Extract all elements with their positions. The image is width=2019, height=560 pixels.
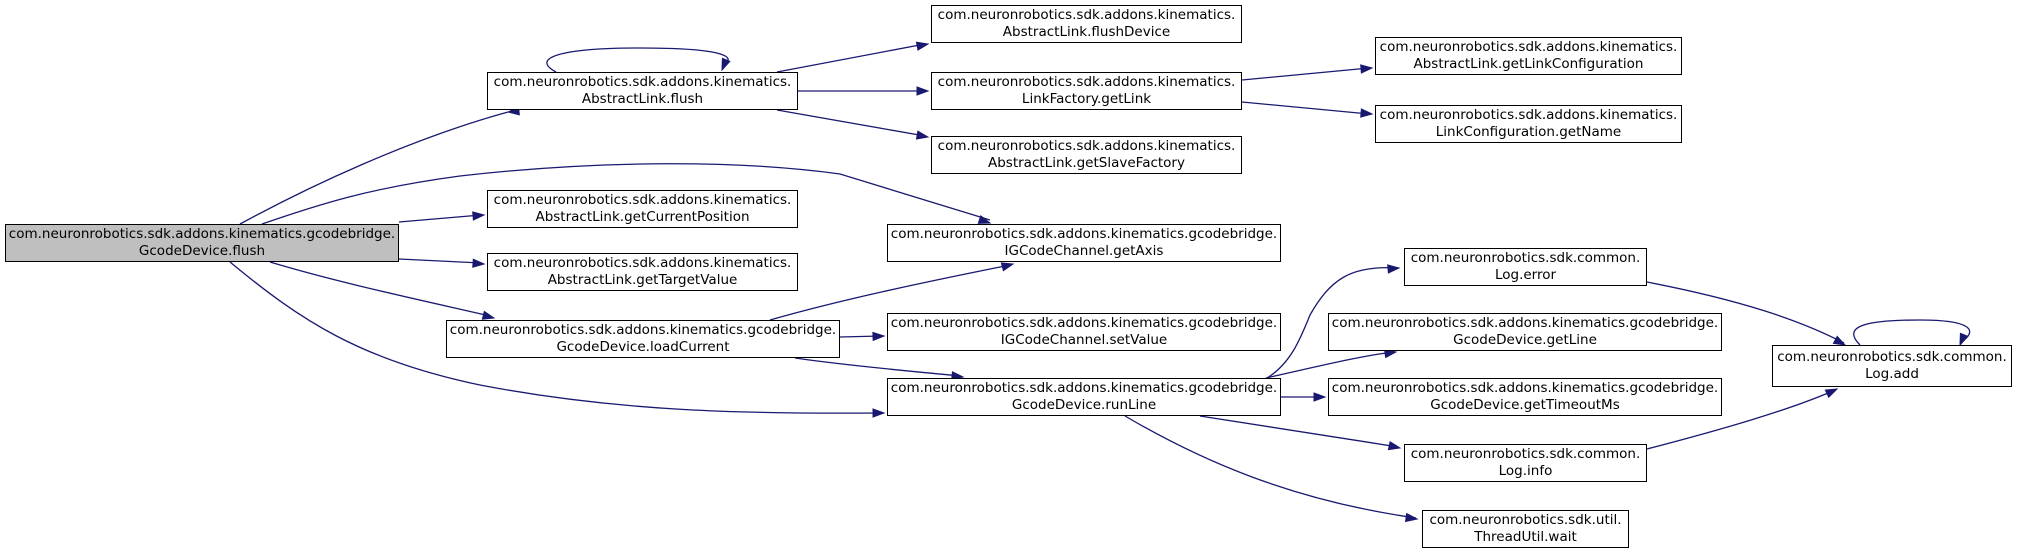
- node-label-line2: AbstractLink.getTargetValue: [547, 272, 738, 288]
- node-label-line1: com.neuronrobotics.sdk.addons.kinematics…: [890, 380, 1278, 396]
- node-label-line1: com.neuronrobotics.sdk.addons.kinematics…: [937, 138, 1236, 154]
- node-label-line1: com.neuronrobotics.sdk.addons.kinematics…: [449, 322, 837, 338]
- node-linkfactory-getlink[interactable]: com.neuronrobotics.sdk.addons.kinematics…: [931, 72, 1242, 110]
- node-label-line2: ThreadUtil.wait: [1474, 529, 1577, 545]
- node-label-line2: Log.add: [1865, 366, 1919, 382]
- edge-log_info-to-log_add: [1646, 389, 1836, 450]
- node-label-line2: GcodeDevice.getLine: [1453, 332, 1597, 348]
- node-label-line1: com.neuronrobotics.sdk.addons.kinematics…: [1331, 315, 1719, 331]
- edge-gcd_runline-to-tu_wait: [1124, 415, 1417, 519]
- edge-log_add-to-log_add: [1853, 319, 1971, 346]
- edge-arrowhead-icon: [1313, 392, 1327, 402]
- node-label-line2: LinkFactory.getLink: [1021, 91, 1152, 107]
- node-label-line2: GcodeDevice.runLine: [1011, 397, 1157, 413]
- node-abstractlink-gettargetvalue[interactable]: com.neuronrobotics.sdk.addons.kinematics…: [487, 253, 798, 291]
- edge-lf_getlink-to-lc_getname: [1241, 101, 1370, 115]
- node-gcodedevice-gettimeoutms[interactable]: com.neuronrobotics.sdk.addons.kinematics…: [1328, 378, 1722, 416]
- node-label-line2: AbstractLink.getLinkConfiguration: [1413, 56, 1644, 72]
- edge-arrowhead-icon: [1000, 262, 1015, 272]
- edge-gcd_runline-to-log_info: [1199, 415, 1399, 448]
- node-label-line2: GcodeDevice.getTimeoutMs: [1430, 397, 1620, 413]
- edge-arrowhead-icon: [1824, 388, 1839, 399]
- node-log-add[interactable]: com.neuronrobotics.sdk.common. Log.add: [1772, 345, 2012, 387]
- node-label-line1: com.neuronrobotics.sdk.common.: [1410, 250, 1641, 266]
- node-label-line1: com.neuronrobotics.sdk.addons.kinematics…: [493, 192, 792, 208]
- node-label-line1: com.neuronrobotics.sdk.addons.kinematics…: [1331, 380, 1719, 396]
- node-threadutil-wait[interactable]: com.neuronrobotics.sdk.util. ThreadUtil.…: [1422, 510, 1629, 548]
- node-label-line2: Log.error: [1494, 267, 1557, 283]
- node-label-line2: AbstractLink.getCurrentPosition: [535, 209, 750, 225]
- node-label-line1: com.neuronrobotics.sdk.addons.kinematics…: [493, 255, 792, 271]
- edge-gcd_runline-to-gcd_getline: [1265, 351, 1395, 379]
- edge-gcd_flush-to-al_gettargetvalue: [398, 258, 482, 264]
- node-gcodedevice-loadcurrent[interactable]: com.neuronrobotics.sdk.addons.kinematics…: [446, 320, 840, 358]
- edge-arrowhead-icon: [1832, 335, 1847, 346]
- node-label-line2: AbstractLink.flush: [581, 91, 704, 107]
- edge-arrowhead-icon: [481, 310, 496, 320]
- edge-lf_getlink-to-al_getlinkconfiguration: [1241, 67, 1370, 81]
- node-label-line2: GcodeDevice.loadCurrent: [556, 339, 730, 355]
- edge-al_flush-to-al_getslavefactory: [776, 109, 926, 137]
- edge-gcd_loadcurrent-to-gcd_runline: [794, 357, 961, 377]
- node-abstractlink-getslavefactory[interactable]: com.neuronrobotics.sdk.addons.kinematics…: [931, 136, 1242, 174]
- edge-arrowhead-icon: [1959, 332, 1969, 347]
- node-label-line2: Log.info: [1498, 463, 1553, 479]
- node-label-line1: com.neuronrobotics.sdk.addons.kinematics…: [8, 226, 396, 242]
- node-label-line1: com.neuronrobotics.sdk.addons.kinematics…: [1379, 39, 1678, 55]
- node-label-line1: com.neuronrobotics.sdk.util.: [1429, 512, 1622, 528]
- edge-log_error-to-log_add: [1646, 281, 1845, 344]
- node-abstractlink-flush[interactable]: com.neuronrobotics.sdk.addons.kinematics…: [487, 72, 798, 110]
- edge-gcd_flush-to-al_flush: [239, 111, 509, 225]
- node-label-line1: com.neuronrobotics.sdk.addons.kinematics…: [937, 74, 1236, 90]
- node-label-line1: com.neuronrobotics.sdk.common.: [1777, 349, 2007, 365]
- edge-arrowhead-icon: [915, 41, 930, 51]
- node-label-line2: AbstractLink.getSlaveFactory: [988, 155, 1185, 171]
- node-igcodechannel-setvalue[interactable]: com.neuronrobotics.sdk.addons.kinematics…: [887, 313, 1281, 351]
- edge-arrowhead-icon: [872, 408, 886, 418]
- node-label-line1: com.neuronrobotics.sdk.addons.kinematics…: [937, 7, 1236, 23]
- node-log-info[interactable]: com.neuronrobotics.sdk.common. Log.info: [1404, 444, 1647, 482]
- edge-arrowhead-icon: [472, 258, 486, 268]
- edge-arrowhead-icon: [872, 331, 886, 342]
- node-abstractlink-flushdevice[interactable]: com.neuronrobotics.sdk.addons.kinematics…: [931, 5, 1242, 43]
- node-label-line2: AbstractLink.flushDevice: [1002, 24, 1171, 40]
- edge-arrowhead-icon: [1404, 512, 1419, 523]
- edge-al_flush-to-al_flushdevice: [776, 43, 926, 73]
- edge-gcd_flush-to-al_getcurrentposition: [398, 214, 482, 223]
- node-gcodedevice-getline[interactable]: com.neuronrobotics.sdk.addons.kinematics…: [1328, 313, 1722, 351]
- edge-arrowhead-icon: [721, 57, 731, 72]
- edge-arrowhead-icon: [915, 130, 930, 140]
- node-label-line2: IGCodeChannel.setValue: [1000, 332, 1168, 348]
- node-igcodechannel-getaxis[interactable]: com.neuronrobotics.sdk.addons.kinematics…: [887, 224, 1281, 262]
- node-gcodedevice-flush: com.neuronrobotics.sdk.addons.kinematics…: [5, 224, 399, 262]
- edge-arrowhead-icon: [472, 211, 486, 221]
- edge-arrowhead-icon: [1387, 264, 1401, 274]
- edge-arrowhead-icon: [1360, 108, 1374, 118]
- node-abstractlink-getlinkconfiguration[interactable]: com.neuronrobotics.sdk.addons.kinematics…: [1375, 37, 1682, 75]
- edge-gcd_flush-to-igc_getaxis: [261, 163, 991, 225]
- node-label-line2: IGCodeChannel.getAxis: [1004, 243, 1164, 259]
- edge-gcd_runline-to-log_error: [1266, 266, 1399, 379]
- node-label-line1: com.neuronrobotics.sdk.addons.kinematics…: [890, 226, 1278, 242]
- edge-arrowhead-icon: [977, 214, 992, 224]
- edge-gcd_flush-to-gcd_runline: [229, 261, 882, 414]
- node-label-line1: com.neuronrobotics.sdk.addons.kinematics…: [890, 315, 1278, 331]
- edge-arrowhead-icon: [1360, 64, 1374, 74]
- edge-arrowhead-icon: [916, 86, 930, 96]
- node-label-line1: com.neuronrobotics.sdk.addons.kinematics…: [1379, 107, 1678, 123]
- node-label-line2: LinkConfiguration.getName: [1435, 124, 1622, 140]
- edge-al_flush-to-al_flush: [546, 47, 729, 73]
- node-log-error[interactable]: com.neuronrobotics.sdk.common. Log.error: [1404, 248, 1647, 286]
- edge-arrowhead-icon: [1387, 440, 1402, 451]
- edge-gcd_loadcurrent-to-igc_getaxis: [769, 264, 1011, 321]
- node-label-line1: com.neuronrobotics.sdk.addons.kinematics…: [493, 74, 792, 90]
- node-label-line2: GcodeDevice.flush: [138, 243, 266, 259]
- edge-gcd_flush-to-gcd_loadcurrent: [269, 261, 491, 317]
- node-label-line1: com.neuronrobotics.sdk.common.: [1410, 446, 1641, 462]
- node-abstractlink-getcurrentposition[interactable]: com.neuronrobotics.sdk.addons.kinematics…: [487, 190, 798, 228]
- node-gcodedevice-runline[interactable]: com.neuronrobotics.sdk.addons.kinematics…: [887, 378, 1281, 416]
- node-linkconfiguration-getname[interactable]: com.neuronrobotics.sdk.addons.kinematics…: [1375, 105, 1682, 143]
